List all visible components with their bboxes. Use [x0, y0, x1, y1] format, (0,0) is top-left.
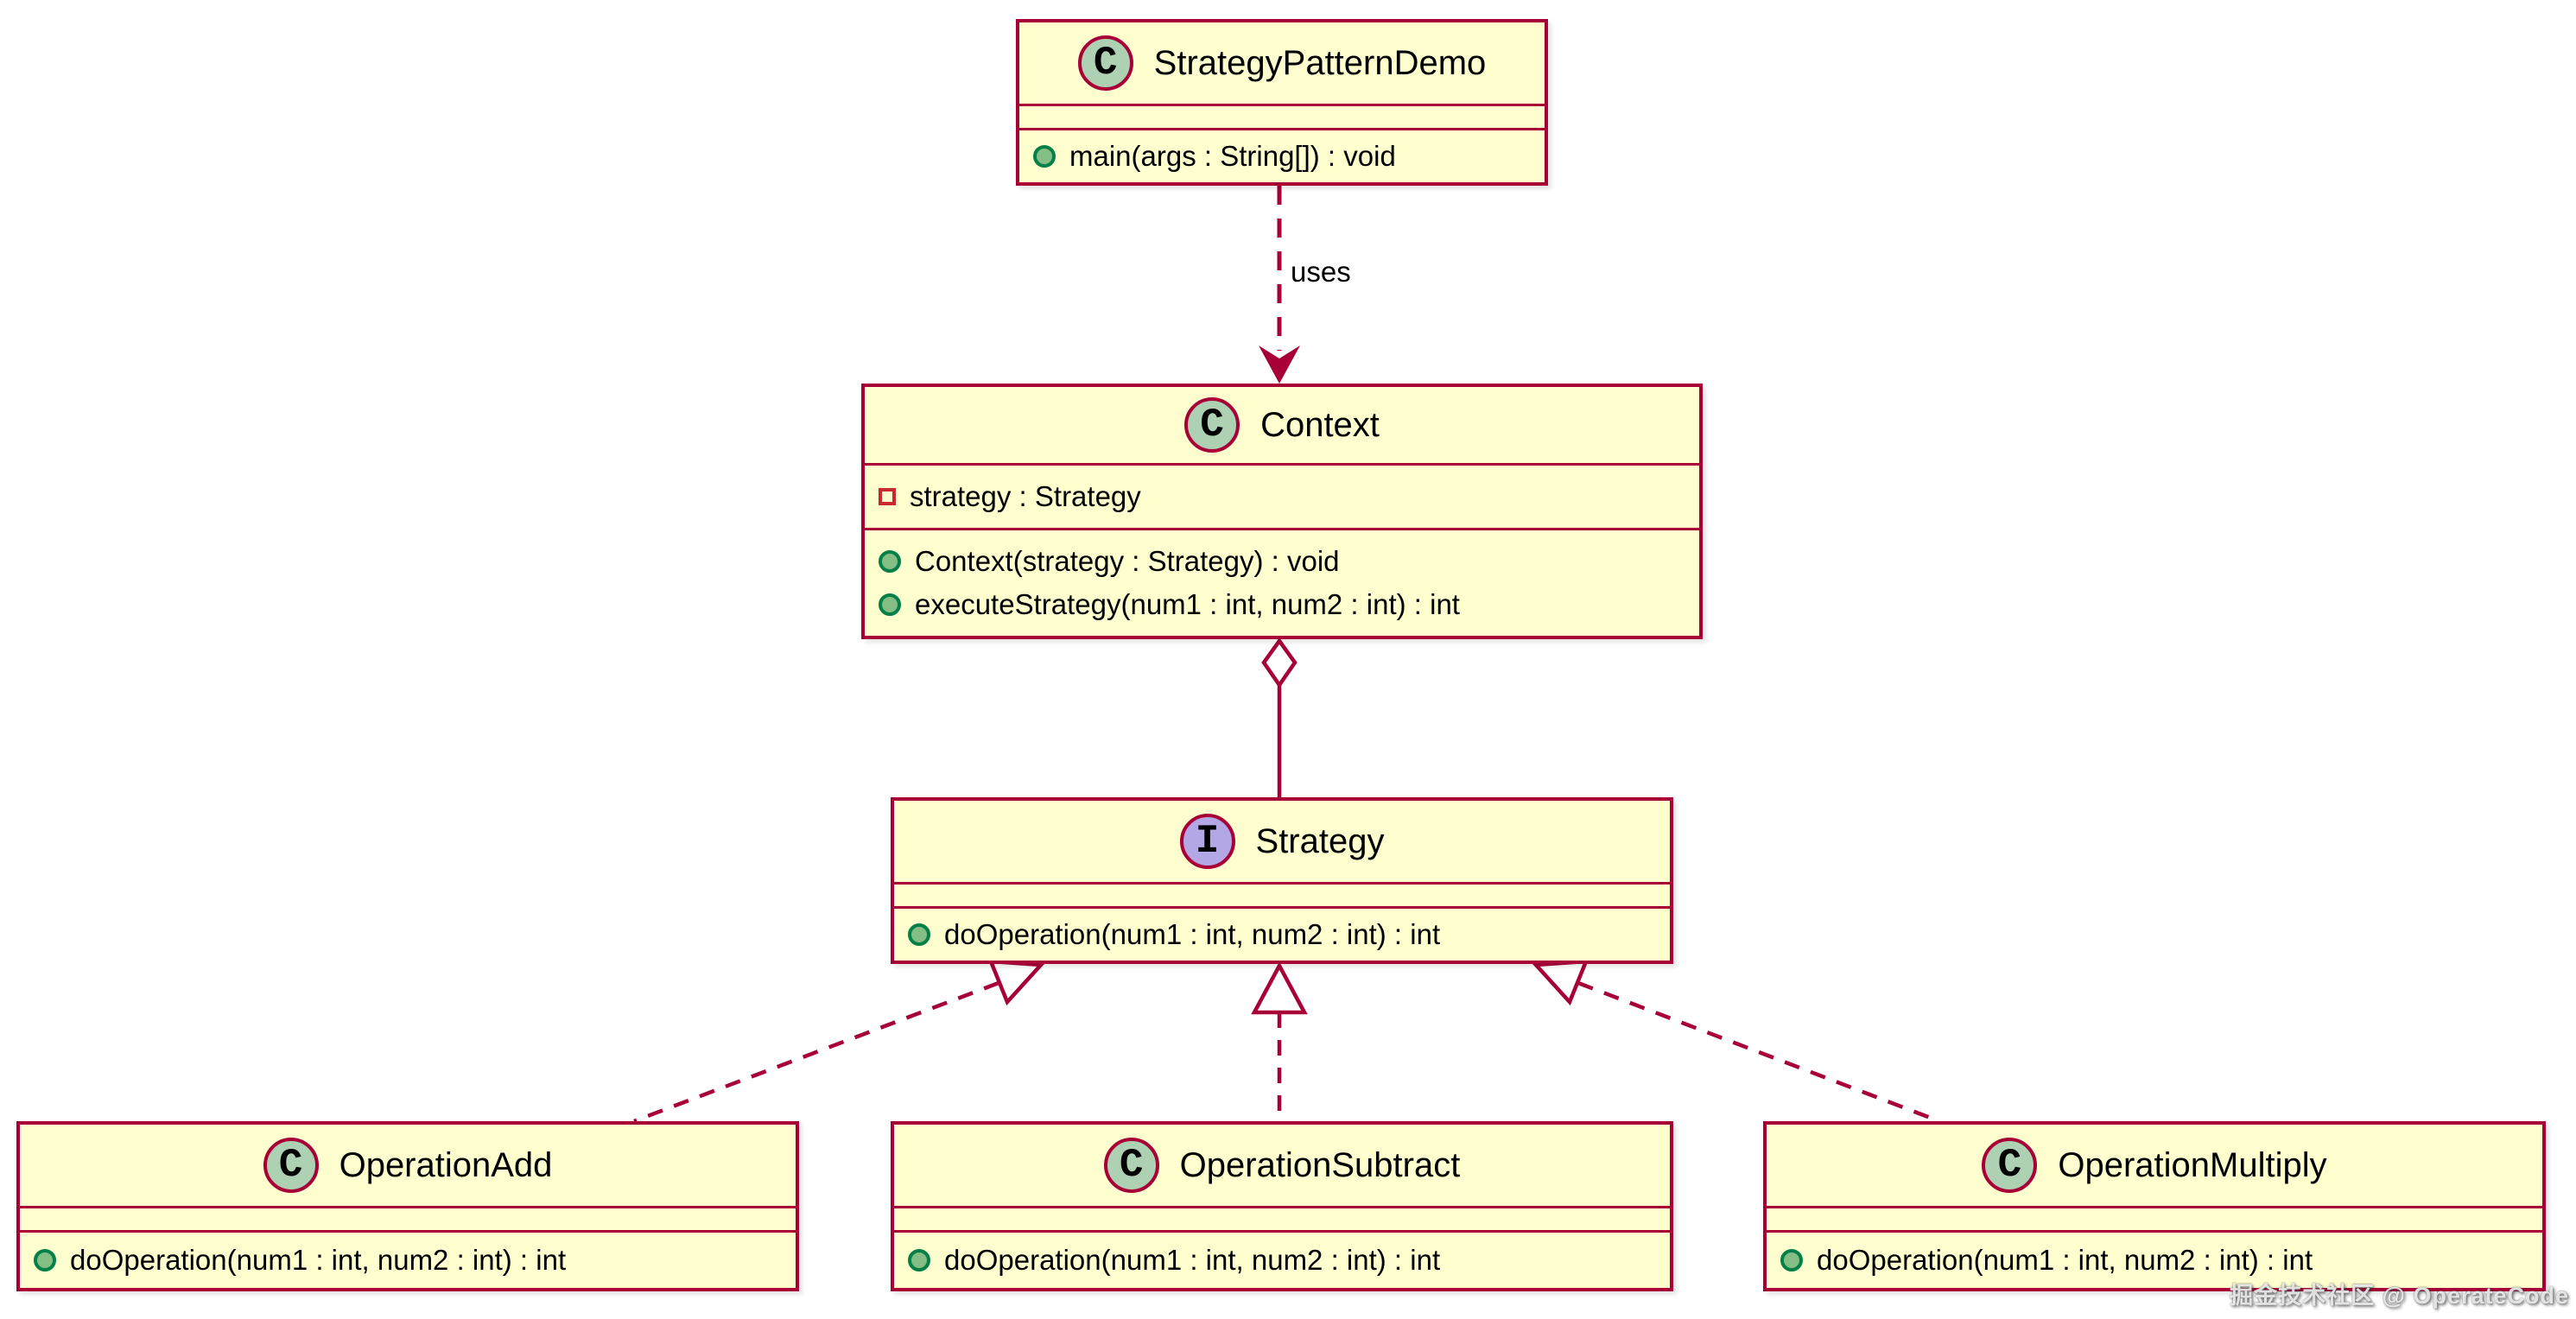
- aggregation-diamond-icon: [1261, 637, 1298, 688]
- class-name: OperationSubtract: [1179, 1145, 1461, 1184]
- methods-compartment: main(args : String[]) : void: [1019, 128, 1545, 182]
- class-spot-letter: C: [1093, 41, 1118, 86]
- method-row: doOperation(num1 : int, num2 : int) : in…: [1780, 1244, 2532, 1277]
- method-signature: main(args : String[]) : void: [1069, 140, 1396, 172]
- watermark: 掘金技术社区 @ OperateCode: [2230, 1283, 2569, 1309]
- class-spot-icon: C: [1103, 1138, 1159, 1193]
- class-spot-icon: C: [1982, 1138, 2038, 1193]
- realization-line-add: [633, 980, 999, 1124]
- fields-compartment-empty: [20, 1206, 796, 1230]
- class-spot-letter: C: [1200, 403, 1224, 447]
- class-spot-icon: C: [1077, 35, 1133, 91]
- public-method-icon: [1780, 1249, 1803, 1271]
- method-row: doOperation(num1 : int, num2 : int) : in…: [908, 918, 1659, 951]
- class-title: C OperationAdd: [20, 1125, 796, 1206]
- method-signature: doOperation(num1 : int, num2 : int) : in…: [1817, 1244, 2313, 1276]
- private-field-icon: [879, 488, 896, 505]
- interface-spot-letter: I: [1195, 819, 1220, 864]
- fields-compartment-empty: [1019, 104, 1545, 128]
- methods-compartment: doOperation(num1 : int, num2 : int) : in…: [894, 906, 1670, 961]
- uses-edge-label: uses: [1291, 256, 1351, 288]
- class-title: C StrategyPatternDemo: [1019, 22, 1545, 104]
- class-name: Strategy: [1255, 821, 1385, 860]
- class-spot-icon: C: [263, 1138, 319, 1193]
- realization-triangle-add-icon: [987, 959, 1045, 1006]
- public-method-icon: [879, 593, 901, 617]
- method-row: doOperation(num1 : int, num2 : int) : in…: [34, 1244, 785, 1277]
- methods-compartment: doOperation(num1 : int, num2 : int) : in…: [894, 1230, 1670, 1288]
- class-title: C Context: [865, 387, 1699, 463]
- fields-compartment-empty: [1767, 1206, 2542, 1230]
- methods-compartment: doOperation(num1 : int, num2 : int) : in…: [1767, 1230, 2542, 1288]
- class-spot-letter: C: [1119, 1143, 1144, 1188]
- method-signature: doOperation(num1 : int, num2 : int) : in…: [70, 1244, 567, 1276]
- class-box-strategypatterndemo: C StrategyPatternDemo main(args : String…: [1016, 19, 1548, 186]
- class-name: OperationMultiply: [2058, 1145, 2327, 1184]
- interface-spot-icon: I: [1179, 814, 1235, 869]
- class-box-operationsubtract: C OperationSubtract doOperation(num1 : i…: [891, 1121, 1673, 1291]
- method-signature: doOperation(num1 : int, num2 : int) : in…: [944, 918, 1441, 950]
- field-row: strategy : Strategy: [879, 480, 1689, 513]
- class-name: OperationAdd: [339, 1145, 553, 1184]
- methods-compartment: Context(strategy : Strategy) : void exec…: [865, 528, 1699, 636]
- class-box-strategy: I Strategy doOperation(num1 : int, num2 …: [891, 797, 1673, 964]
- class-title: C OperationMultiply: [1767, 1125, 2542, 1206]
- dependency-arrowhead-icon: [1259, 346, 1300, 384]
- realization-triangle-subtract-icon: [1251, 961, 1308, 1015]
- method-row: executeStrategy(num1 : int, num2 : int) …: [879, 588, 1689, 621]
- class-spot-letter: C: [278, 1143, 303, 1188]
- class-spot-letter: C: [1997, 1143, 2022, 1188]
- fields-compartment: strategy : Strategy: [865, 463, 1699, 528]
- realization-line-multiply: [1577, 980, 1940, 1124]
- method-signature: executeStrategy(num1 : int, num2 : int) …: [915, 588, 1460, 621]
- public-method-icon: [34, 1249, 56, 1271]
- method-row: Context(strategy : Strategy) : void: [879, 545, 1689, 578]
- method-signature: Context(strategy : Strategy) : void: [915, 544, 1340, 577]
- class-box-operationmultiply: C OperationMultiply doOperation(num1 : i…: [1763, 1121, 2546, 1291]
- class-box-context: C Context strategy : Strategy Context(st…: [861, 384, 1703, 639]
- class-name: Context: [1260, 405, 1380, 444]
- public-method-icon: [1033, 145, 1056, 168]
- public-method-icon: [908, 1249, 930, 1271]
- public-method-icon: [879, 549, 901, 573]
- method-row: doOperation(num1 : int, num2 : int) : in…: [908, 1244, 1659, 1277]
- class-box-operationadd: C OperationAdd doOperation(num1 : int, n…: [16, 1121, 799, 1291]
- fields-compartment-empty: [894, 1206, 1670, 1230]
- class-name: StrategyPatternDemo: [1153, 43, 1487, 82]
- field-signature: strategy : Strategy: [910, 480, 1141, 512]
- fields-compartment-empty: [894, 882, 1670, 906]
- class-title: C OperationSubtract: [894, 1125, 1670, 1206]
- method-row: main(args : String[]) : void: [1033, 140, 1534, 173]
- method-signature: doOperation(num1 : int, num2 : int) : in…: [944, 1244, 1441, 1276]
- methods-compartment: doOperation(num1 : int, num2 : int) : in…: [20, 1230, 796, 1288]
- realization-triangle-multiply-icon: [1532, 959, 1589, 1006]
- class-spot-icon: C: [1184, 397, 1240, 453]
- public-method-icon: [908, 923, 930, 946]
- class-title: I Strategy: [894, 801, 1670, 882]
